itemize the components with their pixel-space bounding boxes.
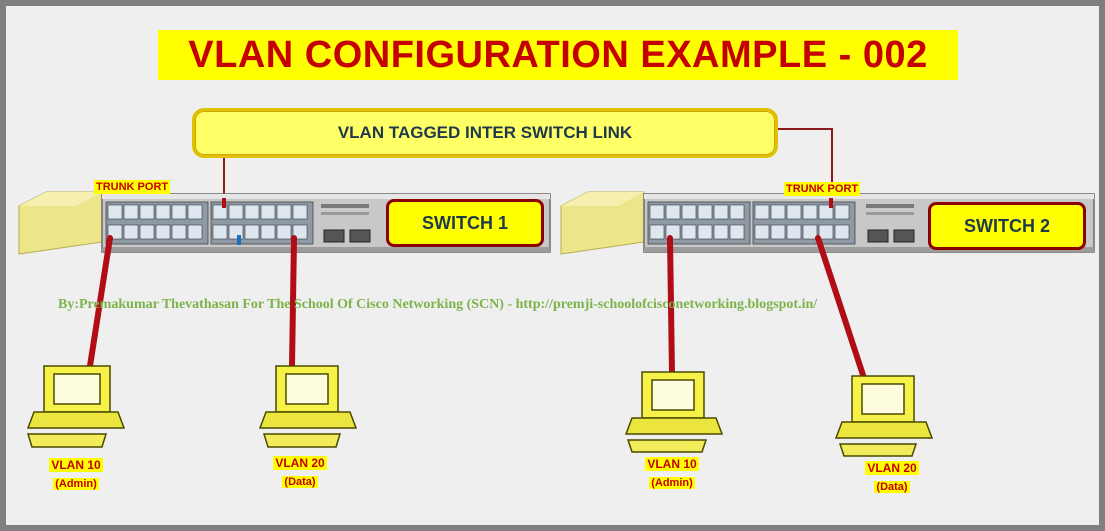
switch-2-device bbox=[560, 191, 1095, 255]
cable-switch2-vlan10 bbox=[667, 235, 675, 377]
computer-icon-host-3 bbox=[624, 371, 724, 453]
host-2-vlan: VLAN 20 bbox=[273, 456, 327, 470]
host-3-label: VLAN 10 (Admin) bbox=[636, 455, 708, 491]
host-2-role: (Data) bbox=[282, 476, 318, 488]
port-markers bbox=[222, 198, 833, 245]
cable-switch2-vlan20 bbox=[815, 235, 867, 381]
host-1-role: (Admin) bbox=[53, 478, 99, 490]
author-credit: By:Premakumar Thevathasan For The School… bbox=[58, 297, 818, 312]
switch-1-trunk-port-label: TRUNK PORT bbox=[94, 180, 171, 194]
computer-icon-host-2 bbox=[258, 365, 358, 448]
trunk-link-banner: VLAN TAGGED INTER SWITCH LINK bbox=[192, 108, 778, 158]
host-3-vlan: VLAN 10 bbox=[645, 457, 699, 471]
host-3-role: (Admin) bbox=[649, 477, 695, 489]
host-2-label: VLAN 20 (Data) bbox=[264, 454, 336, 490]
switch-2-name-badge: SWITCH 2 bbox=[928, 202, 1086, 250]
host-1-vlan: VLAN 10 bbox=[49, 458, 103, 472]
switch-1-ports bbox=[107, 204, 308, 240]
cable-switch1-vlan20 bbox=[289, 235, 297, 369]
access-cables bbox=[87, 235, 867, 381]
cable-switch1-vlan10 bbox=[87, 235, 113, 369]
host-4-vlan: VLAN 20 bbox=[865, 461, 919, 475]
switch-2-trunk-port-label: TRUNK PORT bbox=[784, 182, 861, 196]
switch-2-ports bbox=[649, 204, 850, 240]
host-1-label: VLAN 10 (Admin) bbox=[40, 456, 112, 492]
switch-1-name-badge: SWITCH 1 bbox=[386, 199, 544, 247]
network-drawing bbox=[18, 128, 1095, 457]
diagram-title: VLAN CONFIGURATION EXAMPLE - 002 bbox=[158, 30, 958, 80]
host-4-role: (Data) bbox=[874, 481, 910, 493]
computer-icon-host-4 bbox=[834, 375, 934, 457]
host-4-label: VLAN 20 (Data) bbox=[856, 459, 928, 495]
computer-icon-host-1 bbox=[26, 365, 126, 448]
